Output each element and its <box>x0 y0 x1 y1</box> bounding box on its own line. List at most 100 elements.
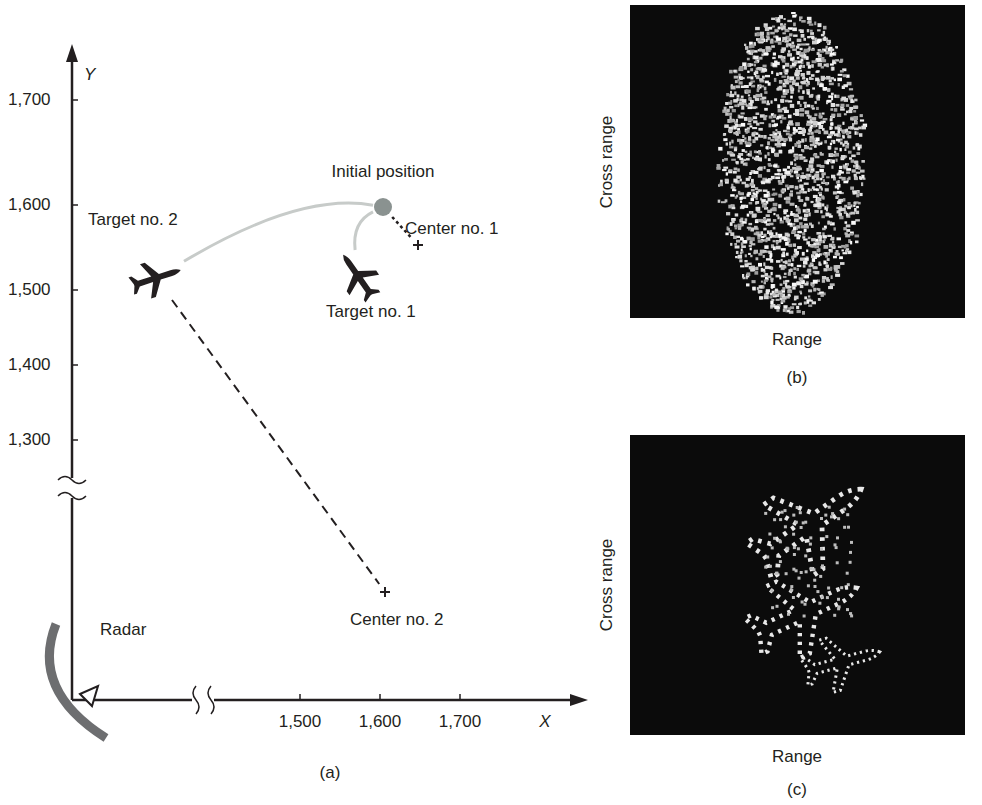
speckle <box>782 265 786 268</box>
speckle <box>831 160 835 164</box>
speckle <box>764 115 768 117</box>
speckle <box>792 283 797 287</box>
speckle <box>856 152 860 155</box>
speckle <box>820 143 822 145</box>
speckle <box>834 79 836 82</box>
node-icon <box>373 197 393 217</box>
speckle <box>810 567 813 570</box>
speckle <box>825 265 827 268</box>
speckle <box>737 94 740 97</box>
speckle <box>816 232 821 235</box>
node-label: Target no. 1 <box>326 303 416 322</box>
speckle <box>752 139 755 143</box>
speckle <box>758 134 760 137</box>
speckle <box>818 23 822 27</box>
speckle <box>718 147 722 151</box>
speckle <box>769 565 772 568</box>
speckle <box>774 78 777 82</box>
axis-label: Cross range <box>598 539 617 632</box>
speckle <box>776 260 780 263</box>
speckle <box>758 290 763 293</box>
speckle <box>805 110 810 114</box>
speckle <box>830 118 833 121</box>
speckle <box>804 603 807 606</box>
speckle <box>831 114 835 117</box>
speckle <box>748 253 751 255</box>
speckle <box>765 179 769 182</box>
speckle <box>808 129 812 132</box>
speckle <box>741 160 744 163</box>
speckle <box>744 260 747 263</box>
speckle <box>799 54 804 56</box>
speckle <box>846 132 849 135</box>
speckle <box>799 199 804 202</box>
speckle <box>860 114 863 117</box>
speckle <box>741 106 744 110</box>
speckle <box>790 96 793 99</box>
speckle <box>767 275 771 278</box>
speckle <box>722 159 724 162</box>
speckle <box>803 615 806 618</box>
speckle <box>758 253 762 256</box>
speckle <box>830 283 835 286</box>
speckle <box>785 283 787 287</box>
speckle <box>806 83 809 87</box>
speckle <box>797 44 801 46</box>
speckle <box>798 127 802 130</box>
speckle <box>795 109 800 112</box>
speckle <box>754 132 756 135</box>
speckle <box>782 115 784 117</box>
speckle <box>787 289 792 293</box>
speckle <box>830 53 835 55</box>
speckle <box>773 213 775 215</box>
speckle <box>797 39 802 42</box>
speckle <box>745 151 748 153</box>
speckle <box>768 137 771 140</box>
speckle <box>817 29 821 31</box>
speckle <box>744 85 749 88</box>
speckle <box>731 159 736 161</box>
speckle <box>750 125 753 127</box>
speckle <box>828 146 832 150</box>
speckle <box>856 194 859 197</box>
speckle <box>812 87 815 89</box>
speckle <box>817 249 820 252</box>
speckle <box>799 222 803 225</box>
speckle <box>776 241 778 245</box>
speckle <box>785 260 788 264</box>
speckle <box>817 198 822 202</box>
speckle <box>801 274 805 277</box>
speckle <box>725 102 728 105</box>
speckle <box>861 182 863 186</box>
speckle <box>847 163 849 165</box>
speckle <box>856 132 858 135</box>
speckle <box>813 125 816 127</box>
speckle <box>797 282 801 285</box>
speckle <box>802 236 805 238</box>
speckle <box>764 108 768 111</box>
speckle <box>850 95 854 98</box>
speckle <box>754 56 759 60</box>
speckle <box>776 117 779 119</box>
speckle <box>830 143 832 146</box>
speckle <box>795 205 797 208</box>
speckle <box>807 36 810 38</box>
speckle <box>766 103 770 105</box>
speckle <box>740 265 744 267</box>
speckle <box>797 231 802 233</box>
speckle <box>851 100 855 102</box>
speckle <box>828 146 830 150</box>
speckle <box>791 263 793 267</box>
speckle <box>747 194 750 197</box>
speckle <box>814 204 819 208</box>
speckle <box>752 127 757 129</box>
speckle <box>837 598 840 601</box>
speckle <box>804 283 808 286</box>
speckle <box>760 32 764 36</box>
speckle <box>779 540 782 543</box>
speckle <box>794 276 797 279</box>
speckle <box>844 148 846 151</box>
speckle <box>810 32 814 35</box>
speckle <box>771 18 776 20</box>
speckle <box>861 175 864 179</box>
